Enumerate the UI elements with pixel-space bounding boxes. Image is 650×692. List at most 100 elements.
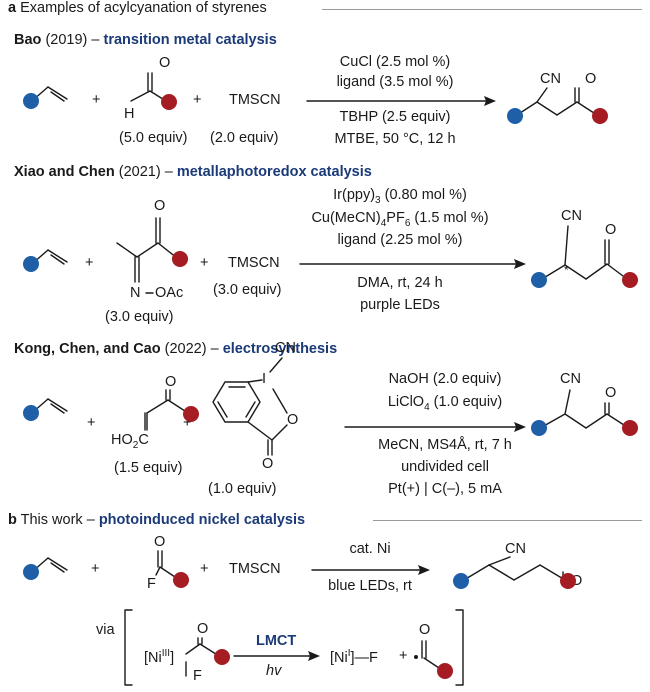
xiao-product-o: O bbox=[605, 222, 617, 238]
tw-ni3-o: O bbox=[197, 621, 209, 637]
bao-plus-1: + bbox=[92, 92, 101, 108]
section-a-rule bbox=[322, 9, 642, 10]
bao-reagent: TMSCN bbox=[229, 92, 281, 108]
section-b-heading: b This work – photoinduced nickel cataly… bbox=[8, 512, 305, 529]
tw-ni1-main: [Ni bbox=[330, 650, 348, 666]
tw-mechanism-brackets bbox=[124, 609, 464, 686]
section-b-method: photoinduced nickel catalysis bbox=[98, 512, 306, 528]
tw-cond-bottom: blue LEDs, rt bbox=[328, 578, 412, 594]
bao-arrow bbox=[306, 96, 496, 106]
bao-styrene-aryl-dot bbox=[23, 93, 39, 109]
kong-cond-1: NaOH (2.0 equiv) bbox=[388, 371, 502, 387]
tw-cond-top: cat. Ni bbox=[349, 541, 391, 557]
xiao-oac: OAc bbox=[155, 285, 184, 301]
kong-method: electrosynthesis bbox=[222, 341, 338, 357]
xiao-product bbox=[541, 225, 628, 280]
bao-product-o: O bbox=[585, 71, 597, 87]
kong-dash: – bbox=[210, 341, 219, 357]
tw-acyl-fluoride bbox=[155, 550, 179, 580]
tw-ni3-main: [Ni bbox=[144, 650, 162, 666]
kong-iodane bbox=[212, 357, 288, 456]
tw-product-aryl-dot bbox=[453, 573, 469, 589]
tw-lmct-arrow bbox=[233, 651, 320, 661]
xiao-plus-2: + bbox=[200, 255, 209, 271]
kong-product bbox=[541, 389, 628, 429]
tw-reagent: TMSCN bbox=[229, 561, 281, 577]
tw-acyl-r-dot bbox=[173, 572, 189, 588]
tw-hv: hv bbox=[266, 663, 282, 679]
kong-cond-2: LiClO4 (1.0 equiv) bbox=[345, 394, 545, 412]
kong-product-r-dot bbox=[622, 420, 638, 436]
xiao-cond-2-main: Cu(MeCN) bbox=[311, 210, 381, 226]
kong-iodane-cn: CN bbox=[275, 340, 296, 356]
tw-acyl-o: O bbox=[154, 534, 166, 550]
tw-ni1-sup: I bbox=[347, 648, 351, 660]
xiao-year: (2021) bbox=[118, 164, 161, 180]
section-b-rule bbox=[373, 520, 642, 521]
bao-method: transition metal catalysis bbox=[103, 32, 277, 48]
bao-year: (2019) bbox=[45, 32, 88, 48]
tw-ni3-r-dot bbox=[214, 649, 230, 665]
xiao-ketone-r-dot bbox=[172, 251, 188, 267]
kong-cond-2-main: LiClO bbox=[387, 394, 425, 410]
tw-product-o: O bbox=[571, 573, 583, 589]
kong-acid-r-dot bbox=[183, 406, 199, 422]
xiao-cond-3: ligand (2.25 mol %) bbox=[337, 232, 463, 248]
kong-iodane-equiv: (1.0 equiv) bbox=[208, 481, 277, 497]
tw-ni1-close: ]—F bbox=[350, 650, 378, 666]
tw-lmct: LMCT bbox=[256, 633, 297, 649]
tw-plus-2: + bbox=[200, 561, 209, 577]
section-a-title: Examples of acylcyanation of styrenes bbox=[20, 0, 267, 16]
tw-ni1: [NiI]—F bbox=[330, 648, 378, 667]
kong-acid-ho: HO bbox=[111, 432, 133, 448]
tw-acyl-f: F bbox=[147, 576, 156, 592]
bao-aldehyde-equiv: (5.0 equiv) bbox=[119, 130, 188, 146]
bao-heading: Bao (2019) – transition metal catalysis bbox=[14, 32, 277, 49]
xiao-dash: – bbox=[164, 164, 173, 180]
tw-plus-3: + bbox=[399, 648, 408, 664]
kong-iodane-o-ring: O bbox=[287, 412, 299, 428]
tw-product-r-dot bbox=[560, 573, 576, 589]
tw-product bbox=[463, 556, 566, 581]
xiao-cond-1-rest: (0.80 mol %) bbox=[380, 187, 467, 203]
xiao-plus-1: + bbox=[85, 255, 94, 271]
kong-acid-sub: 2 bbox=[132, 439, 139, 451]
xiao-product-cn: CN bbox=[561, 208, 582, 224]
section-a-letter: a bbox=[8, 0, 17, 16]
xiao-author: Xiao and Chen bbox=[14, 164, 115, 180]
tw-ni3: [NiIII] bbox=[144, 649, 174, 667]
xiao-cond-2-sub: 4 bbox=[380, 217, 387, 229]
kong-product-cn: CN bbox=[560, 371, 581, 387]
tw-styrene-aryl-dot bbox=[23, 564, 39, 580]
xiao-product-star: * bbox=[564, 263, 569, 277]
xiao-cond-2-mid: PF bbox=[386, 210, 405, 226]
bao-aldehyde-r-dot bbox=[161, 94, 177, 110]
kong-product-aryl-dot bbox=[531, 420, 547, 436]
bao-dash: – bbox=[91, 32, 100, 48]
kong-cond-2-rest: (1.0 equiv) bbox=[429, 394, 503, 410]
xiao-styrene-aryl-dot bbox=[23, 256, 39, 272]
kong-keto-acid bbox=[144, 389, 189, 431]
xiao-product-r-dot bbox=[622, 272, 638, 288]
tw-via: via bbox=[96, 622, 115, 638]
bao-product bbox=[516, 87, 598, 116]
kong-cond-4: undivided cell bbox=[401, 459, 489, 475]
kong-acid-label: HO2C bbox=[111, 432, 149, 451]
xiao-method: metallaphotoredox catalysis bbox=[176, 164, 372, 180]
xiao-oxime-n: N bbox=[130, 285, 140, 302]
xiao-oxime-n-label: N bbox=[130, 285, 141, 301]
kong-heading: Kong, Chen, and Cao (2022) – electrosynt… bbox=[14, 341, 337, 358]
bao-reagent-equiv: (2.0 equiv) bbox=[210, 130, 279, 146]
kong-styrene-aryl-dot bbox=[23, 405, 39, 421]
bao-product-aryl-dot bbox=[507, 108, 523, 124]
bao-aldehyde bbox=[130, 72, 167, 102]
xiao-arrow bbox=[299, 259, 526, 269]
kong-iodane-o-carbonyl: O bbox=[262, 456, 274, 472]
xiao-oxime-equiv: (3.0 equiv) bbox=[105, 309, 174, 325]
kong-product-o: O bbox=[605, 385, 617, 401]
bao-aldehyde-h: H bbox=[124, 106, 135, 122]
tw-ni3-f: F bbox=[193, 668, 202, 684]
tw-plus-1: + bbox=[91, 561, 100, 577]
tw-ni3-acyl bbox=[185, 637, 220, 677]
